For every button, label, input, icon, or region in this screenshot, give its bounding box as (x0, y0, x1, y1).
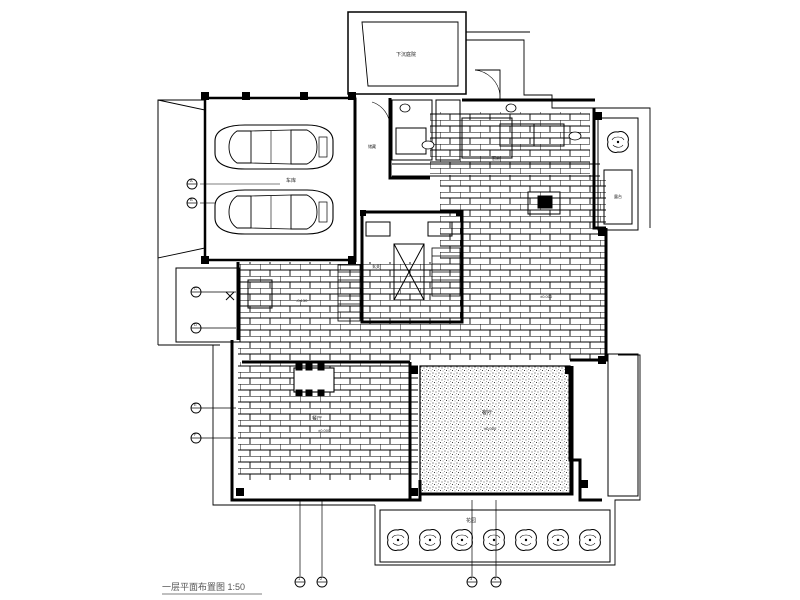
storage-label: 储藏 (368, 143, 376, 149)
elevation-entry: -0.150 (296, 298, 308, 303)
living-carpet: 客厅 ±0.000 (419, 365, 571, 495)
tree-icon (579, 529, 601, 551)
marker-label: B (190, 197, 193, 202)
entry-label: 玄关 (372, 263, 380, 269)
bottom-garden: 花园 (379, 509, 611, 563)
toilet-icon (399, 103, 582, 150)
dining-label: 餐厅 (312, 415, 322, 422)
marker-label: 1 (298, 576, 301, 581)
marker-label: 3 (470, 576, 473, 581)
garage-label: 车库 (286, 177, 296, 184)
tree-icon (451, 529, 473, 551)
marker-label: F (194, 432, 197, 437)
elevation-living: ±0.000 (484, 426, 497, 431)
marker-label: E (194, 402, 197, 407)
columns (201, 92, 606, 496)
tree-icon (515, 529, 537, 551)
tree-icon (607, 131, 629, 153)
marker-label: C (194, 286, 197, 291)
marker-label: D (194, 322, 197, 327)
living-label: 客厅 (482, 409, 492, 416)
elevator-icon (365, 221, 453, 301)
courtyard-top-label: 下沉庭院 (396, 51, 416, 58)
tree-icon (547, 529, 569, 551)
drawing-caption: 一层平面布置图 1:50 (162, 581, 245, 592)
garden-label: 花园 (466, 517, 476, 524)
marker-label: 2 (320, 576, 323, 581)
top-courtyard: 下沉庭院 (347, 11, 467, 95)
elevation-dining: ±0.000 (318, 428, 331, 433)
left-entry (175, 267, 273, 343)
tree-icon (387, 529, 409, 551)
stair-icon (337, 247, 461, 322)
tree-icon (419, 529, 441, 551)
walls (230, 98, 608, 502)
right-terrace (597, 117, 639, 497)
kitchen-label: 厨房 (492, 155, 500, 161)
terrace-label: 露台 (614, 193, 622, 199)
marker-letters: A B C D E F 1 2 3 4 (190, 178, 497, 581)
marker-label: 4 (494, 576, 497, 581)
dining-table (293, 363, 335, 397)
marker-label: A (190, 178, 193, 183)
garage: 车库 (157, 96, 357, 262)
car-icon (214, 124, 334, 170)
tree-icon (483, 529, 505, 551)
car-icon (214, 189, 334, 235)
tiled-floor (238, 112, 606, 480)
leader-lines (196, 291, 497, 576)
elevation-kitchen: ±0.000 (540, 294, 553, 299)
